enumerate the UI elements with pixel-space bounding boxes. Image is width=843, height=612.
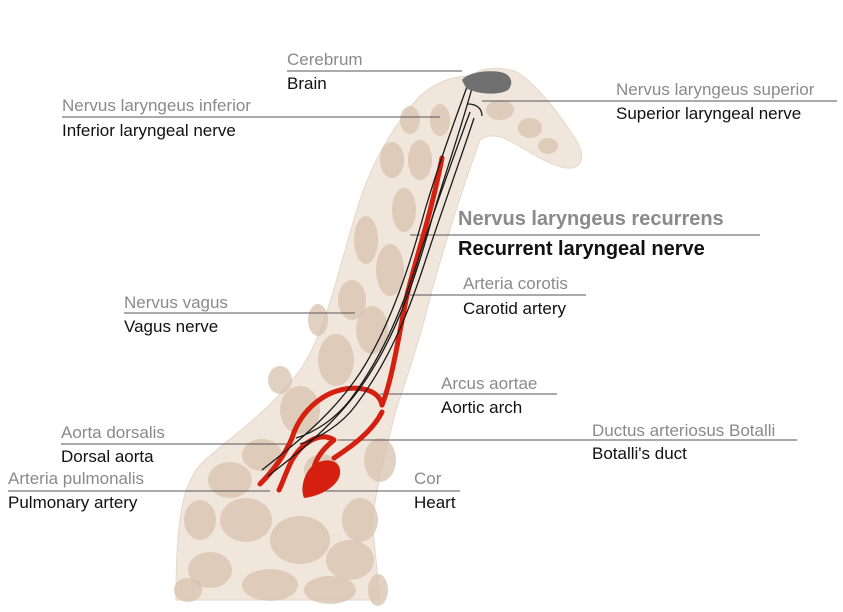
- giraffe-spot: [356, 306, 388, 354]
- giraffe-spot: [518, 118, 542, 138]
- recurrent-nerve-path: [295, 111, 471, 439]
- inferior-nerve-latin-label: Nervus laryngeus inferior: [62, 96, 251, 115]
- giraffe-spot: [270, 516, 330, 564]
- vagus-latin-label: Nervus vagus: [124, 293, 228, 312]
- nerve-system: [261, 83, 483, 477]
- giraffe-spot: [184, 500, 216, 540]
- giraffe-spot: [338, 280, 366, 320]
- recurrent-nerve-latin-label: Nervus laryngeus recurrens: [458, 208, 724, 230]
- giraffe-spot: [364, 438, 396, 482]
- heart-english-label: Heart: [414, 493, 456, 512]
- dorsal-aorta-english-label: Dorsal aorta: [61, 447, 154, 466]
- superior-nerve-english-label: Superior laryngeal nerve: [616, 104, 802, 123]
- giraffe-spot: [208, 462, 252, 498]
- giraffe-spot: [430, 104, 450, 136]
- heart-shape: [302, 460, 341, 498]
- giraffe-spot: [354, 216, 378, 264]
- giraffe-spot: [304, 576, 356, 604]
- recurrent-nerve-path-2: [299, 117, 475, 445]
- cerebrum-english-label: Brain: [287, 74, 327, 93]
- giraffe-spot: [174, 578, 202, 602]
- botalli-duct-path: [331, 409, 385, 461]
- pulmonary-latin-label: Arteria pulmonalis: [8, 469, 145, 488]
- giraffe-spot: [408, 140, 432, 180]
- giraffe-spot: [308, 304, 328, 336]
- vagus-nerve-path: [261, 83, 469, 471]
- dorsal-aorta-latin-label: Aorta dorsalis: [61, 423, 165, 442]
- superior-laryngeal-branch: [467, 103, 483, 117]
- carotid-english-label: Carotid artery: [463, 299, 566, 318]
- vagus-english-label: Vagus nerve: [124, 317, 219, 336]
- giraffe-spot: [538, 138, 558, 154]
- giraffe-spot: [220, 498, 272, 542]
- dorsal-aorta-path: [257, 435, 295, 487]
- giraffe-spot: [376, 244, 404, 296]
- superior-nerve-latin-label: Nervus laryngeus superior: [616, 80, 815, 99]
- giraffe-spot: [400, 106, 420, 134]
- aortic-arch-path: [289, 385, 385, 441]
- giraffe-spot: [326, 540, 374, 580]
- carotid-latin-label: Arteria corotis: [463, 274, 568, 293]
- botalli-latin-label: Ductus arteriosus Botalli: [592, 421, 776, 440]
- inferior-nerve-english-label: Inferior laryngeal nerve: [62, 121, 236, 140]
- giraffe-spot: [342, 498, 378, 542]
- brain-shape: [462, 71, 512, 94]
- giraffe-spot: [268, 366, 292, 394]
- giraffe-spot: [242, 569, 298, 601]
- giraffe-spot: [188, 552, 232, 588]
- giraffe-spot: [486, 100, 514, 120]
- heart-latin-label: Cor: [414, 469, 442, 488]
- pulmonary-artery-path: [276, 434, 337, 493]
- giraffe-spot: [392, 188, 416, 232]
- leader-lines: [8, 70, 837, 492]
- vagus-nerve-path-2: [267, 87, 473, 477]
- botalli-english-label: Botalli's duct: [592, 444, 687, 463]
- giraffe-spot: [380, 142, 404, 178]
- arch-english-label: Aortic arch: [441, 398, 523, 417]
- cerebrum-latin-label: Cerebrum: [287, 50, 363, 69]
- pulmonary-english-label: Pulmonary artery: [8, 493, 138, 512]
- recurrent-nerve-english-label: Recurrent laryngeal nerve: [458, 238, 705, 260]
- giraffe-spot: [242, 439, 282, 471]
- giraffe-spot-pattern: [174, 100, 558, 606]
- giraffe-spot: [280, 386, 320, 434]
- giraffe-spot: [318, 334, 354, 386]
- giraffe-spot: [368, 574, 388, 606]
- arch-latin-label: Arcus aortae: [441, 374, 538, 393]
